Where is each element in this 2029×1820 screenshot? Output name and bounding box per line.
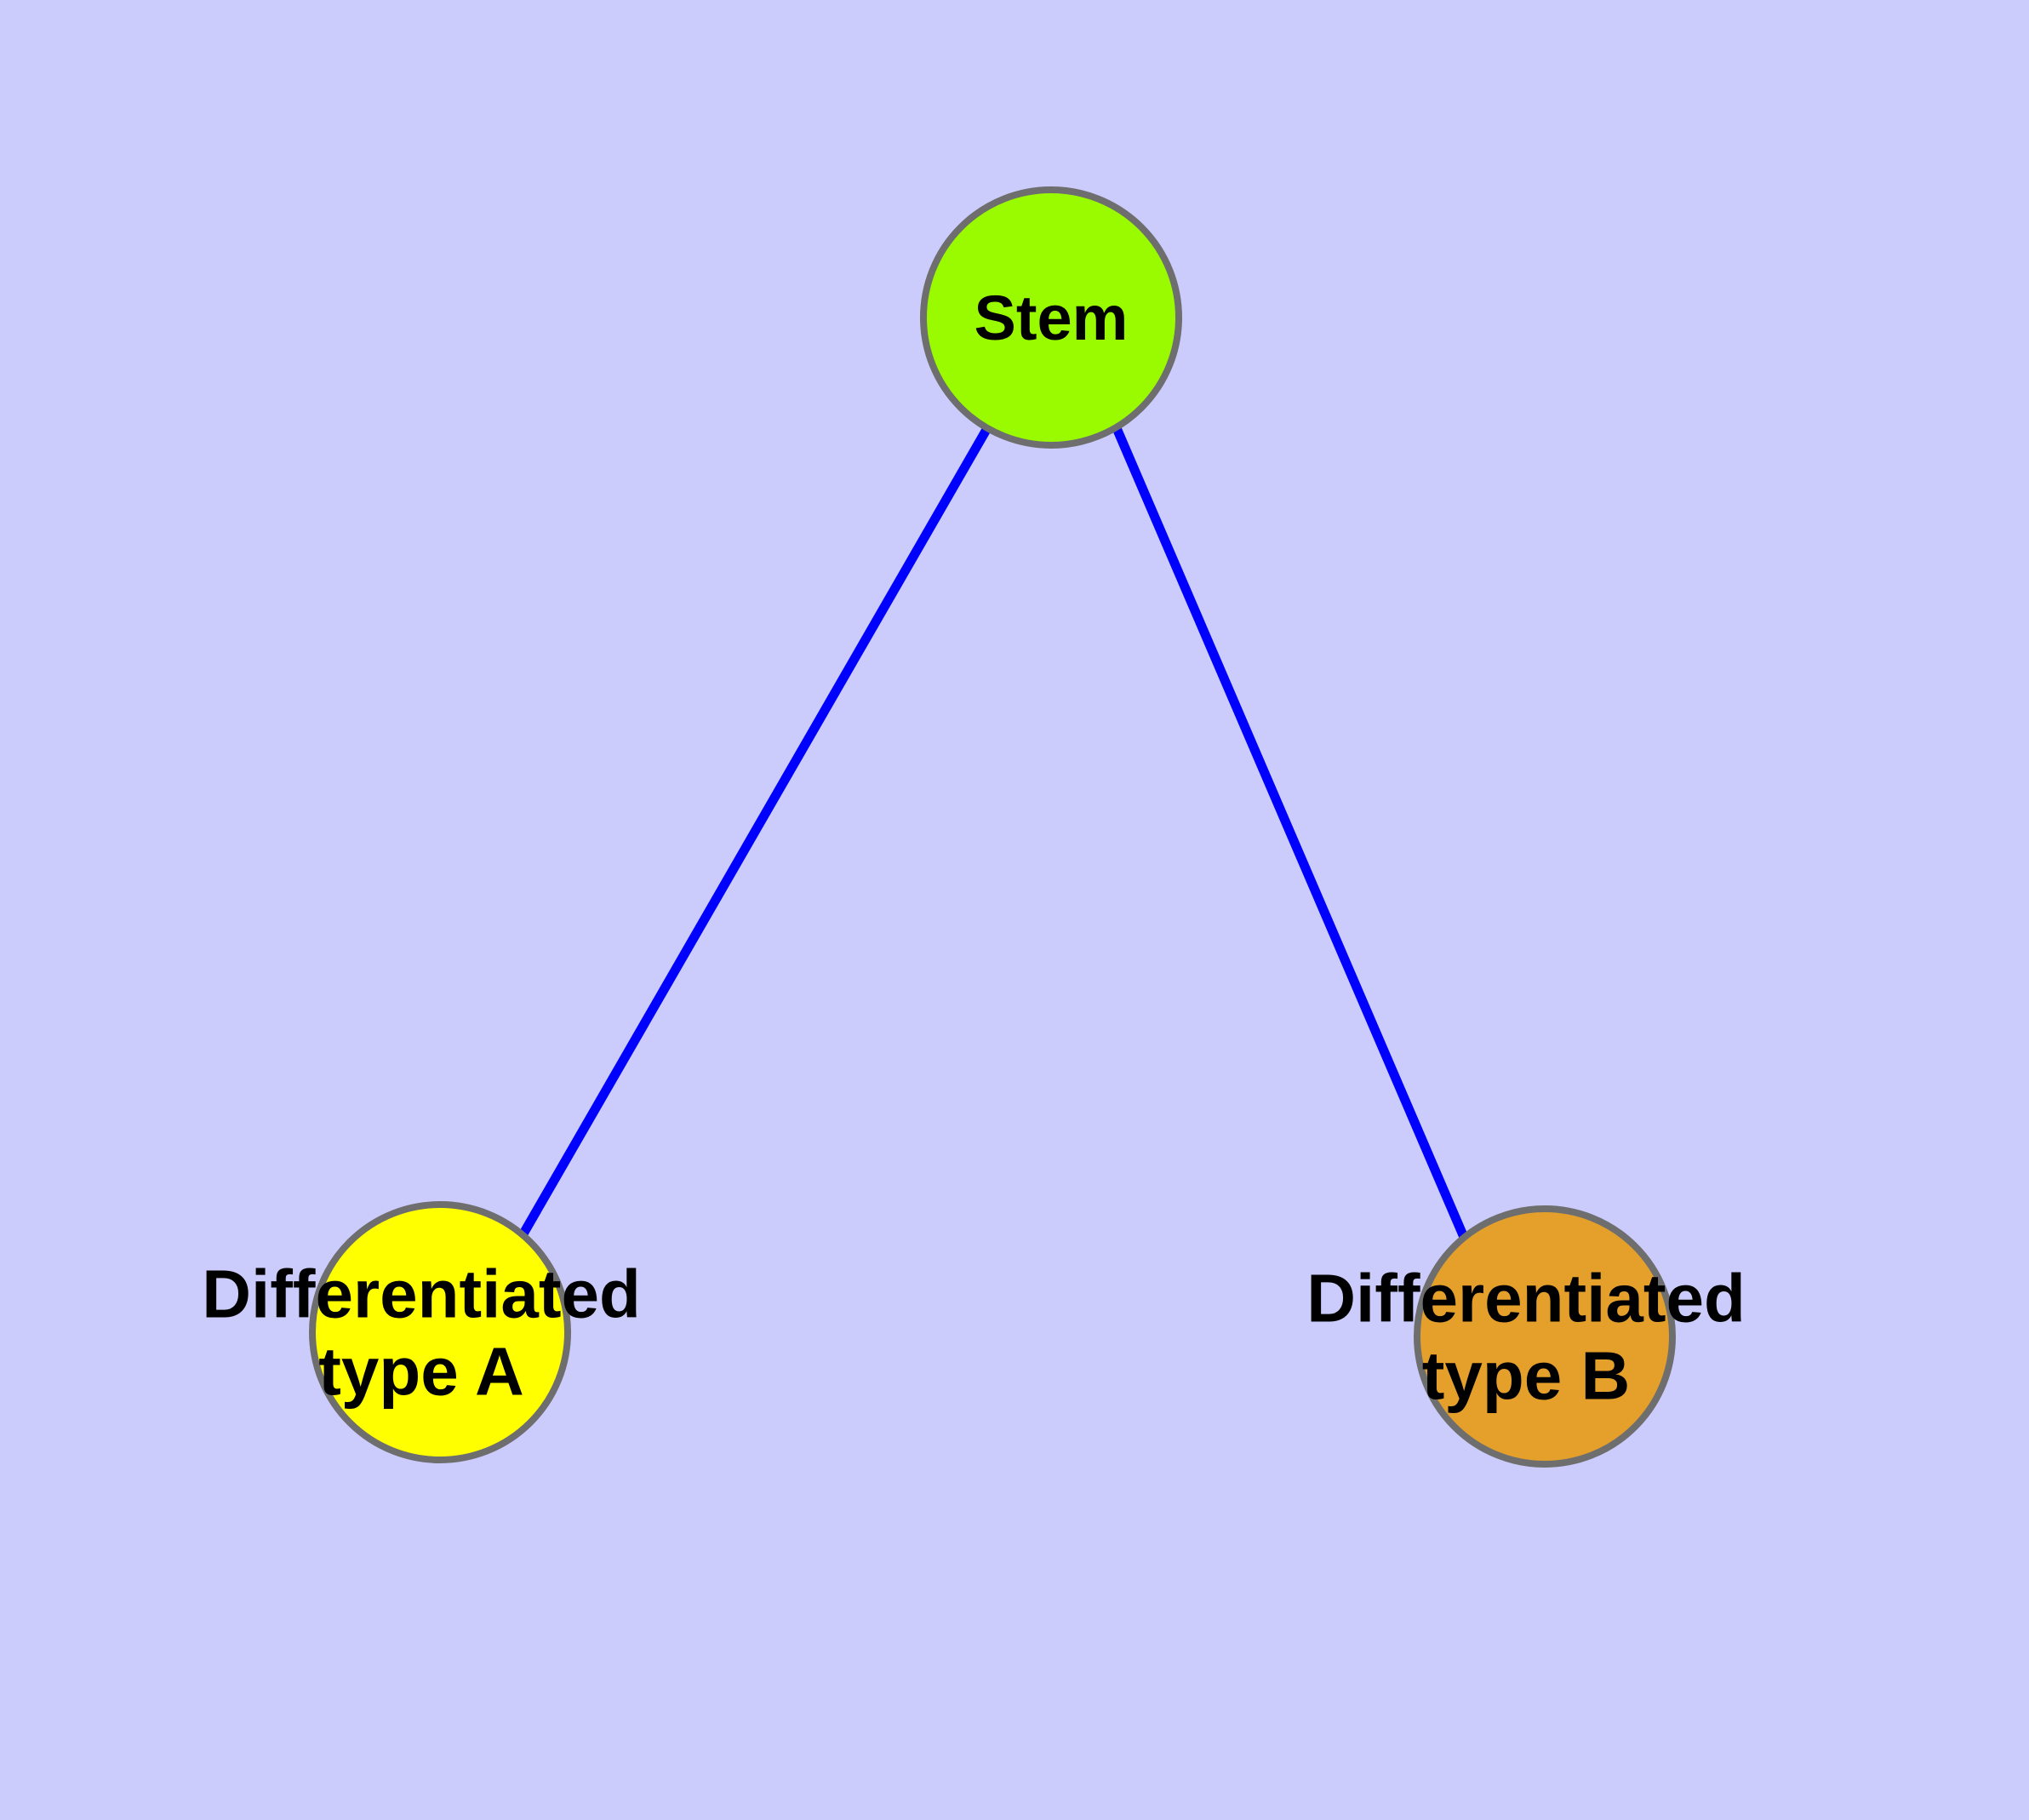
- label-line: type A: [318, 1334, 524, 1410]
- node-differentiated-type-a-circle[interactable]: [309, 1201, 571, 1463]
- node-layer: [309, 186, 1676, 1468]
- edge-stem-to-differentiated-type-b[interactable]: [1112, 426, 1471, 1244]
- edge-layer: [518, 426, 1471, 1244]
- label-line: Differentiated: [1306, 1260, 1746, 1336]
- node-stem-circle[interactable]: [920, 186, 1182, 449]
- node-stem-label: Stem: [974, 283, 1129, 353]
- label-line: Differentiated: [202, 1256, 641, 1331]
- edge-stem-to-differentiated-type-a[interactable]: [518, 426, 992, 1238]
- label-line: Stem: [974, 283, 1129, 353]
- label-line: type B: [1422, 1338, 1631, 1414]
- node-differentiated-type-b-circle[interactable]: [1414, 1205, 1676, 1468]
